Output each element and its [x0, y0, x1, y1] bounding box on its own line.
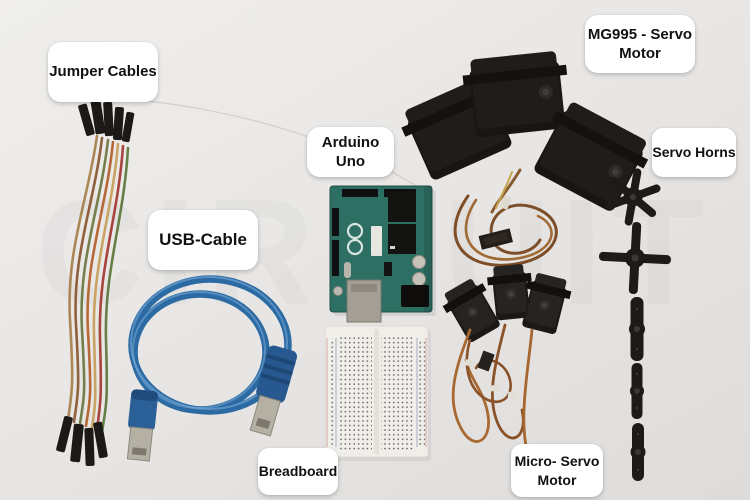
label-usb-cable: USB-Cable [148, 210, 258, 270]
star-horn [605, 168, 661, 226]
label-micro-servo-line1: Micro- Servo [514, 453, 600, 470]
label-usb-cable-text: USB-Cable [159, 229, 247, 249]
label-arduino-uno: Arduino Uno [307, 127, 394, 177]
arduino-power-jack [401, 285, 429, 307]
breadboard-photo [324, 325, 431, 461]
label-micro-servo-line2: Motor [537, 471, 577, 488]
cross-horn [599, 222, 671, 294]
bar-horn-3 [630, 423, 646, 481]
label-servo-horns: Servo Horns [652, 128, 736, 177]
label-arduino-uno-line1: Arduino [321, 133, 380, 151]
jumper-cables-photo [56, 99, 135, 467]
usb-connector-right [249, 345, 298, 437]
label-mg995-servo-motor: MG995 - Servo Motor [585, 15, 695, 73]
label-mg995-line2: Motor [619, 45, 661, 62]
usb-connector-left [126, 389, 159, 462]
usb-cable-photo [126, 275, 298, 462]
bar-horn-2 [630, 363, 644, 419]
arduino-board-photo [329, 185, 436, 323]
label-micro-servo-motor: Micro- Servo Motor [511, 444, 603, 497]
label-breadboard-text: Breadboard [258, 463, 338, 480]
label-breadboard: Breadboard [258, 448, 338, 495]
label-mg995-line1: MG995 - Servo [587, 25, 693, 43]
surface-scratch-line [134, 99, 433, 197]
servo-horns-photo [599, 168, 671, 481]
bar-horn-1 [629, 297, 645, 361]
label-arduino-uno-line2: Uno [335, 153, 366, 170]
label-jumper-cables: Jumper Cables [48, 42, 158, 102]
label-jumper-cables-text: Jumper Cables [49, 63, 157, 81]
micro-servos-photo [442, 263, 572, 484]
mg995-servos-photo [401, 51, 649, 267]
label-servo-horns-text: Servo Horns [652, 144, 736, 161]
